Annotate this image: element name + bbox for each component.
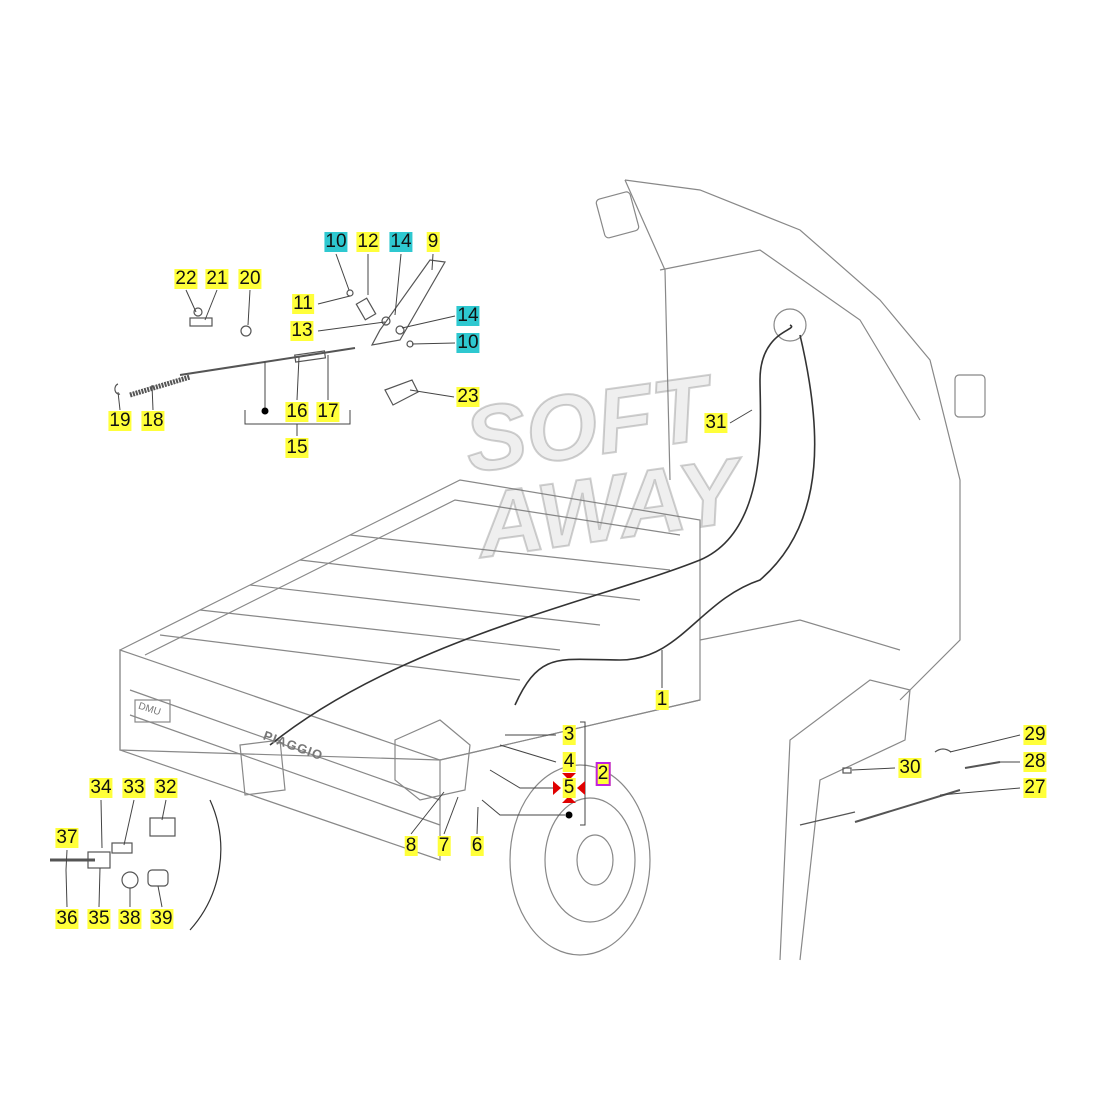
leader-lines	[65, 253, 1021, 908]
rear-fender	[779, 679, 911, 961]
part-label-27[interactable]: 27	[1023, 777, 1047, 798]
part-label-14a[interactable]: 14	[389, 231, 413, 252]
part-label-5[interactable]: 5	[562, 777, 576, 798]
assembly-dot	[565, 811, 573, 819]
part-label-10b[interactable]: 10	[456, 332, 480, 353]
part-label-9[interactable]: 9	[426, 231, 440, 252]
part-label-4[interactable]: 4	[562, 751, 576, 772]
part-label-6[interactable]: 6	[470, 835, 484, 856]
part-label-15[interactable]: 15	[285, 437, 309, 458]
part-label-10a[interactable]: 10	[324, 231, 348, 252]
dmu-badge-frame	[134, 699, 171, 723]
engine	[239, 719, 471, 801]
left-mirror	[595, 191, 640, 239]
part-label-7[interactable]: 7	[437, 835, 451, 856]
part-label-14b[interactable]: 14	[456, 305, 480, 326]
cargo-bed	[119, 479, 701, 861]
part-label-16[interactable]: 16	[285, 401, 309, 422]
part-label-12[interactable]: 12	[356, 231, 380, 252]
part-label-39[interactable]: 39	[150, 908, 174, 929]
part-label-36[interactable]: 36	[55, 908, 79, 929]
cable-31	[269, 324, 793, 746]
cab	[595, 179, 986, 701]
selection-marker	[553, 773, 585, 803]
part-label-30[interactable]: 30	[898, 757, 922, 778]
part-label-37[interactable]: 37	[55, 827, 79, 848]
part-label-31[interactable]: 31	[704, 412, 728, 433]
part-label-22[interactable]: 22	[174, 268, 198, 289]
part-label-2[interactable]: 2	[595, 762, 611, 786]
part-label-19[interactable]: 19	[108, 410, 132, 431]
right-mirror	[954, 374, 986, 418]
part-label-20[interactable]: 20	[238, 268, 262, 289]
part-label-17[interactable]: 17	[316, 401, 340, 422]
part-label-21[interactable]: 21	[205, 268, 229, 289]
part-label-11[interactable]: 11	[292, 293, 314, 314]
cable-1	[514, 334, 816, 706]
part-label-1[interactable]: 1	[655, 689, 669, 710]
part-label-28[interactable]: 28	[1023, 751, 1047, 772]
rear-wheel	[509, 764, 651, 956]
part-label-18[interactable]: 18	[141, 410, 165, 431]
part-label-32[interactable]: 32	[154, 777, 178, 798]
part-label-34[interactable]: 34	[89, 777, 113, 798]
part-label-29[interactable]: 29	[1023, 724, 1047, 745]
brake-lever-parts	[114, 259, 446, 406]
part-label-35[interactable]: 35	[87, 908, 111, 929]
part-label-38[interactable]: 38	[118, 908, 142, 929]
part-label-3[interactable]: 3	[562, 724, 576, 745]
part-label-13[interactable]: 13	[290, 320, 314, 341]
assembly-dot	[261, 407, 269, 415]
part-label-33[interactable]: 33	[122, 777, 146, 798]
right-parts	[799, 748, 1001, 826]
part-label-8[interactable]: 8	[404, 835, 418, 856]
part-label-23[interactable]: 23	[456, 386, 480, 407]
